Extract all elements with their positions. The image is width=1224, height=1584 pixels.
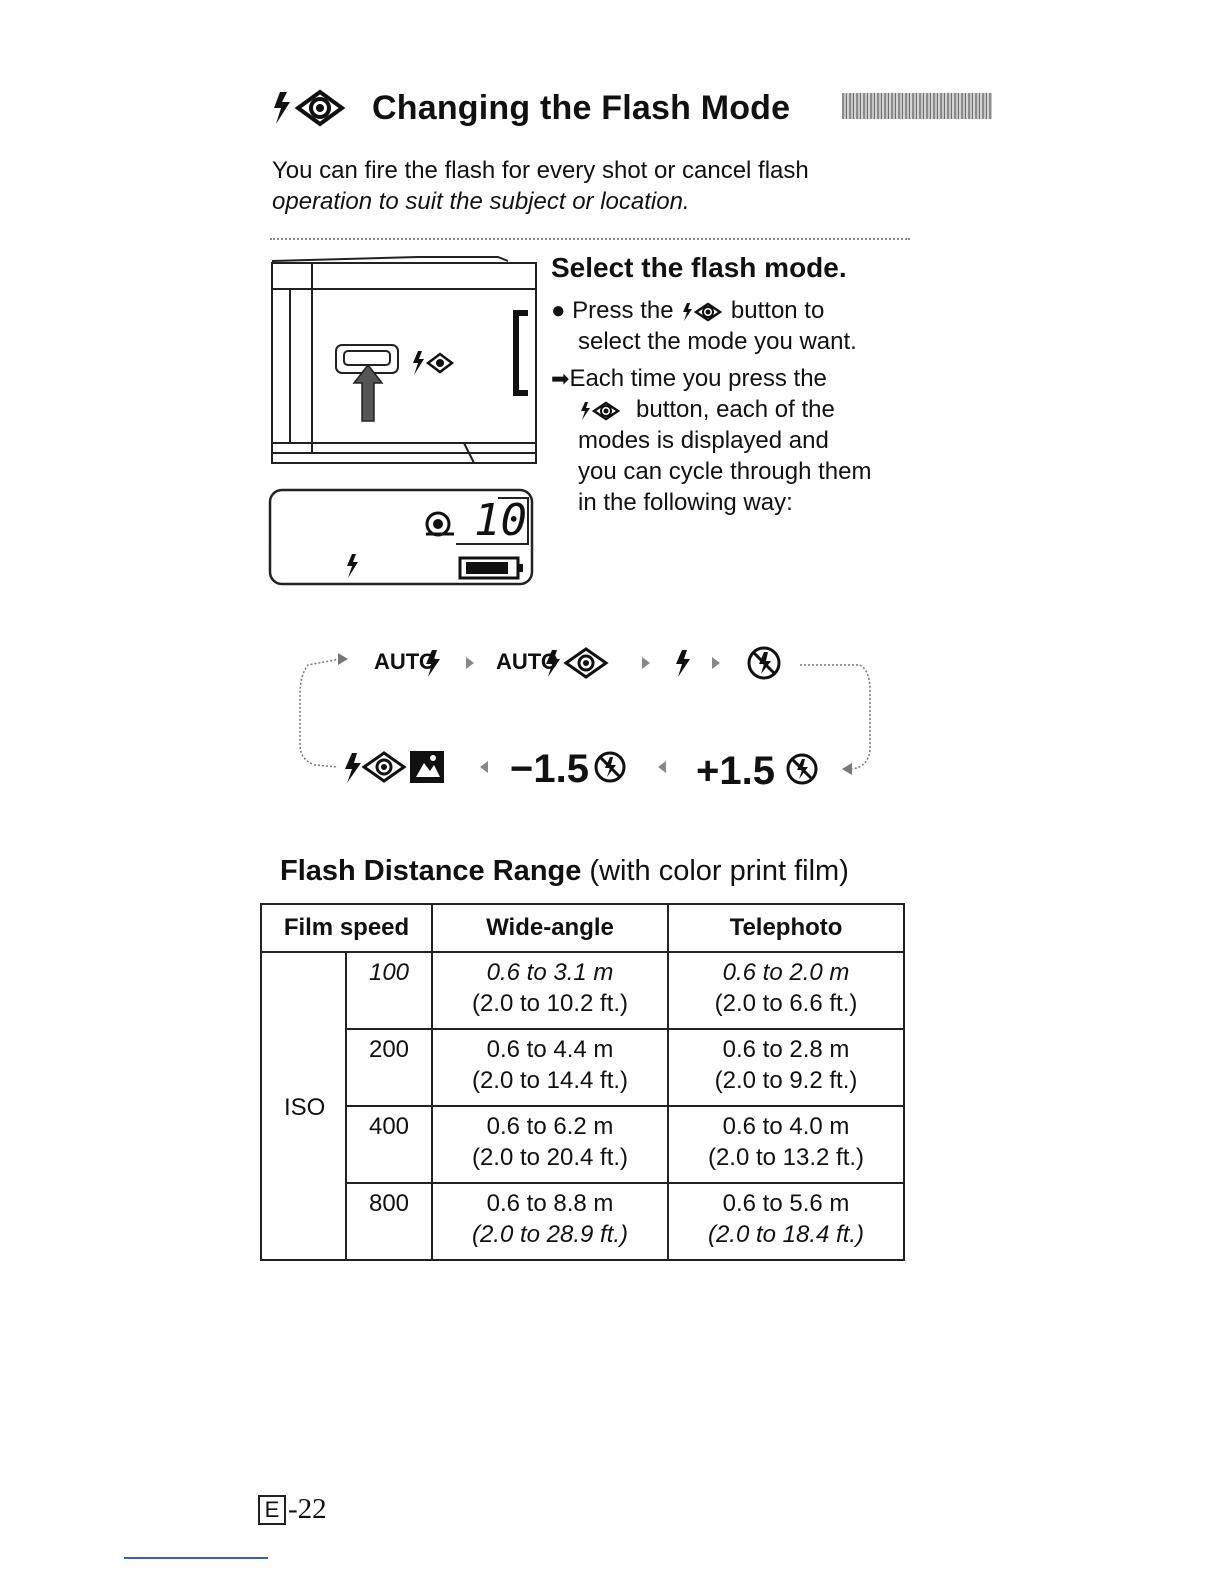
wide-cell: 0.6 to 4.4 m (2.0 to 14.4 ft.) [431, 1028, 669, 1107]
speed-cell: 800 [345, 1182, 433, 1261]
table-row: 800 0.6 to 8.8 m (2.0 to 28.9 ft.) 0.6 to… [261, 1182, 905, 1261]
bullet-line-2: select the mode you want. [578, 328, 857, 355]
tele-feet: (2.0 to 9.2 ft.) [714, 1067, 858, 1094]
header-film-speed: Film speed [260, 903, 433, 953]
table-title: Flash Distance Range (with color print f… [280, 855, 849, 888]
wide-feet: (2.0 to 10.2 ft.) [471, 990, 629, 1017]
lcd-panel-illustration [268, 488, 534, 586]
result-text-1: Each time you press the [569, 365, 827, 392]
lcd-frame-counter: 10 [474, 495, 527, 546]
auto-flash-label: AUTO [374, 649, 436, 674]
arrow-right-icon: ➡ [551, 366, 570, 391]
wide-feet: (2.0 to 14.4 ft.) [471, 1067, 629, 1094]
auto-red-eye-label: AUTO [496, 649, 558, 674]
table-row: 200 0.6 to 4.4 m (2.0 to 14.4 ft.) 0.6 to… [261, 1028, 905, 1107]
intro-paragraph: You can fire the flash for every shot or… [272, 155, 912, 217]
tele-meters: 0.6 to 2.8 m [722, 1036, 850, 1063]
bullet-text-suffix: button to [730, 297, 825, 324]
step-bullet: ● Press the button to [551, 295, 824, 326]
table-header-row: Film speed Wide-angle Telephoto [260, 903, 905, 953]
wide-cell: 0.6 to 3.1 m (2.0 to 10.2 ft.) [431, 951, 669, 1030]
tele-meters: 0.6 to 2.0 m [722, 959, 850, 986]
tele-feet: (2.0 to 13.2 ft.) [707, 1144, 865, 1171]
table-title-rest: (with color print film) [581, 855, 849, 887]
page-number: E-22 [258, 1493, 327, 1526]
wide-meters: 0.6 to 8.8 m [486, 1190, 614, 1217]
title-text: Changing the Flash Mode [372, 88, 791, 127]
tele-feet: (2.0 to 18.4 ft.) [707, 1221, 865, 1248]
result-line-5: in the following way: [578, 489, 793, 516]
flash-red-eye-button-icon [683, 302, 723, 322]
tele-cell: 0.6 to 2.8 m (2.0 to 9.2 ft.) [667, 1028, 905, 1107]
tele-meters: 0.6 to 5.6 m [722, 1190, 850, 1217]
table-title-bold: Flash Distance Range [280, 855, 582, 887]
section-divider [270, 238, 910, 240]
wide-cell: 0.6 to 8.8 m (2.0 to 28.9 ft.) [431, 1182, 669, 1261]
result-text-2: button, each of the [636, 396, 835, 423]
slow-sync-plus-label: +1.5 [696, 749, 775, 793]
step-heading: Select the flash mode. [551, 252, 847, 283]
intro-line-1: You can fire the flash for every shot or… [272, 157, 809, 184]
camera-back-illustration [271, 256, 537, 464]
flash-mode-cycle-diagram: AUTO AUTO −1.5 +1.5 [290, 635, 890, 805]
page-section-letter: E [258, 1494, 286, 1525]
bullet-text-prefix: Press the [572, 297, 674, 324]
tele-cell: 0.6 to 2.0 m (2.0 to 6.6 ft.) [667, 951, 905, 1030]
result-line-1: ➡Each time you press the [551, 363, 827, 394]
cycle-arrows [299, 646, 871, 785]
result-line-2: button, each of the [578, 394, 835, 425]
tele-cell: 0.6 to 4.0 m (2.0 to 13.2 ft.) [667, 1105, 905, 1184]
speed-cell: 400 [345, 1105, 433, 1184]
intro-line-2: operation to suit the subject or locatio… [272, 188, 690, 215]
wide-meters: 0.6 to 6.2 m [486, 1113, 614, 1140]
result-line-3: modes is displayed and [578, 427, 829, 454]
flash-distance-table: Film speed Wide-angle Telephoto ISO 100 … [260, 903, 905, 1261]
wide-cell: 0.6 to 6.2 m (2.0 to 20.4 ft.) [431, 1105, 669, 1184]
page-title: Changing the Flash Mode [270, 78, 790, 138]
flash-red-eye-icon [274, 89, 346, 127]
speed-cell: 200 [345, 1028, 433, 1107]
tele-feet: (2.0 to 6.6 ft.) [714, 990, 858, 1017]
iso-label: ISO [260, 951, 347, 1261]
page-number-text: -22 [288, 1493, 327, 1525]
wide-feet: (2.0 to 20.4 ft.) [471, 1144, 629, 1171]
slow-sync-minus-label: −1.5 [510, 747, 589, 791]
title-decoration-bar [842, 93, 992, 119]
flash-red-eye-button-icon [581, 401, 621, 421]
table-row: ISO 100 0.6 to 3.1 m (2.0 to 10.2 ft.) 0.… [260, 951, 905, 1261]
tele-cell: 0.6 to 5.6 m (2.0 to 18.4 ft.) [667, 1182, 905, 1261]
speed-cell: 100 [345, 951, 433, 1030]
table-row: 400 0.6 to 6.2 m (2.0 to 20.4 ft.) 0.6 to… [261, 1105, 905, 1184]
header-wide-angle: Wide-angle [431, 903, 669, 953]
wide-feet: (2.0 to 28.9 ft.) [471, 1221, 629, 1248]
wide-meters: 0.6 to 4.4 m [486, 1036, 614, 1063]
header-telephoto: Telephoto [667, 903, 905, 953]
tele-meters: 0.6 to 4.0 m [722, 1113, 850, 1140]
bullet-icon: ● [551, 297, 566, 324]
result-line-4: you can cycle through them [578, 458, 872, 485]
wide-meters: 0.6 to 3.1 m [486, 959, 614, 986]
bottom-rule [124, 1557, 268, 1559]
